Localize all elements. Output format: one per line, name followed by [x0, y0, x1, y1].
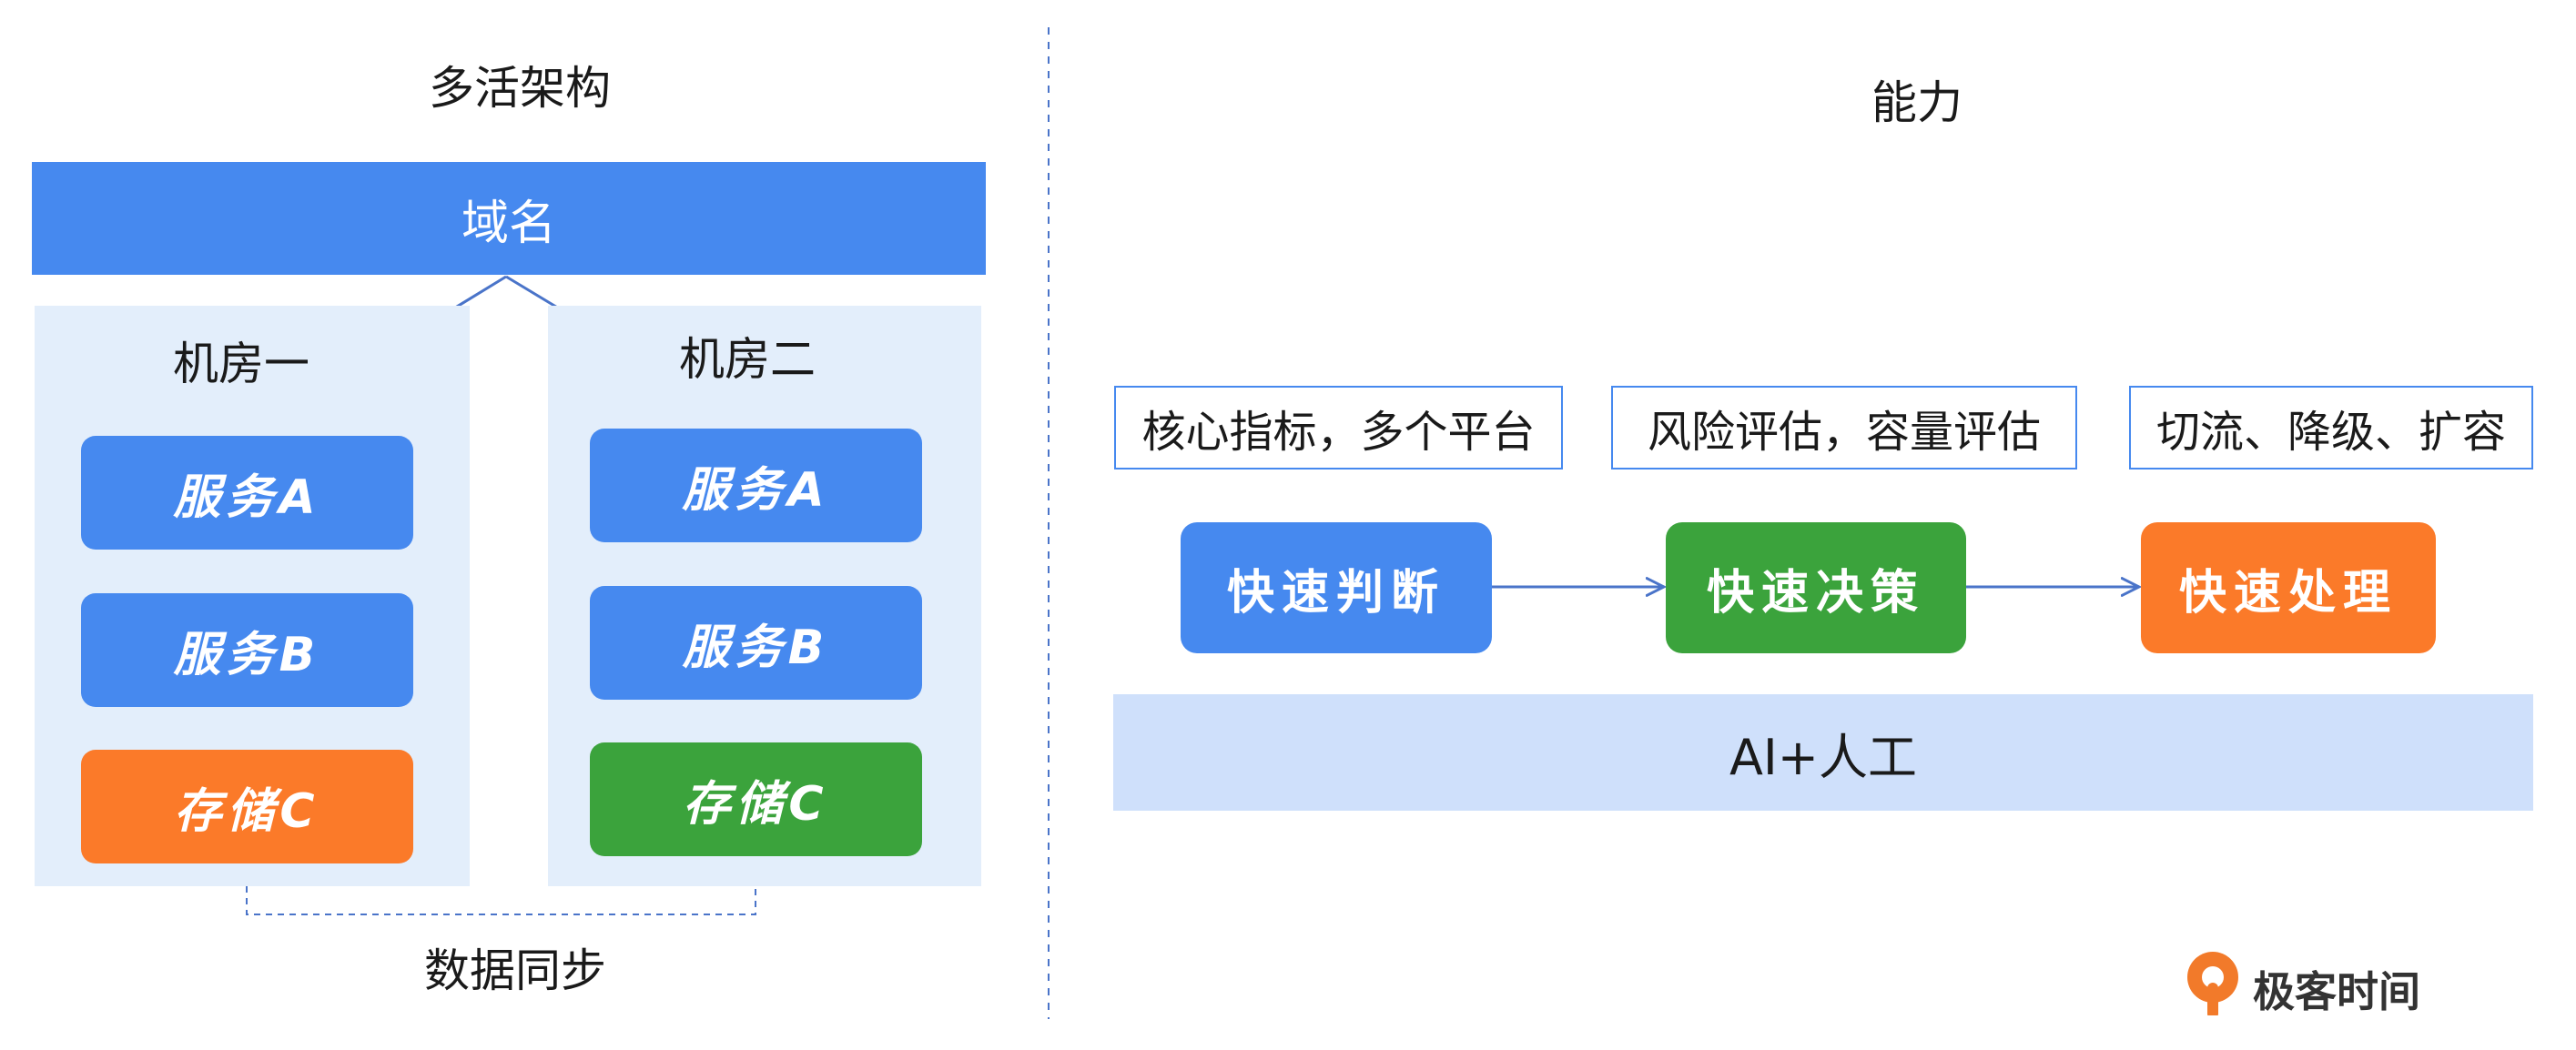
- ai-human-bar: AI+人工: [1113, 694, 2533, 811]
- step-quick-judge: 快速判断: [1181, 522, 1492, 653]
- step-quick-decide: 快速决策: [1666, 522, 1966, 653]
- capability-metrics-label: 核心指标，多个平台: [1141, 407, 1536, 458]
- step-quick-judge-label: 快速判断: [1226, 565, 1445, 621]
- room2-service-a-label: 服务A: [682, 463, 830, 518]
- domain-bar: 域名: [32, 162, 986, 275]
- room2-service-a: 服务A: [590, 429, 922, 542]
- brand-name: 极客时间: [2253, 967, 2420, 1016]
- room1-storage-c-label: 存储C: [174, 784, 320, 839]
- room1-storage-c: 存储C: [81, 750, 413, 863]
- room1-service-a: 服务A: [81, 436, 413, 550]
- room2-label: 机房二: [679, 333, 816, 386]
- capability-actions-label: 切流、降级、扩容: [2155, 407, 2506, 458]
- brand-logo: [2183, 948, 2246, 1019]
- room2-service-b-label: 服务B: [682, 621, 830, 675]
- capability-assessment-label: 风险评估，容量评估: [1647, 407, 2041, 458]
- room1-label: 机房一: [173, 338, 309, 390]
- capability-box-assessment: 风险评估，容量评估: [1611, 386, 2077, 469]
- room1-service-b: 服务B: [81, 593, 413, 707]
- data-sync-label: 数据同步: [424, 944, 606, 997]
- room2-storage-c-label: 存储C: [683, 777, 829, 832]
- room2-service-b: 服务B: [590, 586, 922, 700]
- step-quick-handle-label: 快速处理: [2178, 565, 2398, 621]
- ai-human-label: AI+人工: [1729, 728, 1918, 786]
- step-quick-handle: 快速处理: [2141, 522, 2436, 653]
- capability-box-actions: 切流、降级、扩容: [2129, 386, 2533, 469]
- room1-service-a-label: 服务A: [173, 470, 321, 525]
- domain-label: 域名: [461, 196, 556, 251]
- capability-box-metrics: 核心指标，多个平台: [1114, 386, 1563, 469]
- capability-title: 能力: [1871, 76, 1962, 129]
- data-sync-connector: [246, 861, 756, 915]
- architecture-title: 多活架构: [429, 62, 611, 115]
- step-quick-decide-label: 快速决策: [1706, 565, 1925, 621]
- room1-service-b-label: 服务B: [173, 628, 321, 682]
- room2-storage-c: 存储C: [590, 742, 922, 856]
- brand-logo-icon: [2187, 952, 2238, 1019]
